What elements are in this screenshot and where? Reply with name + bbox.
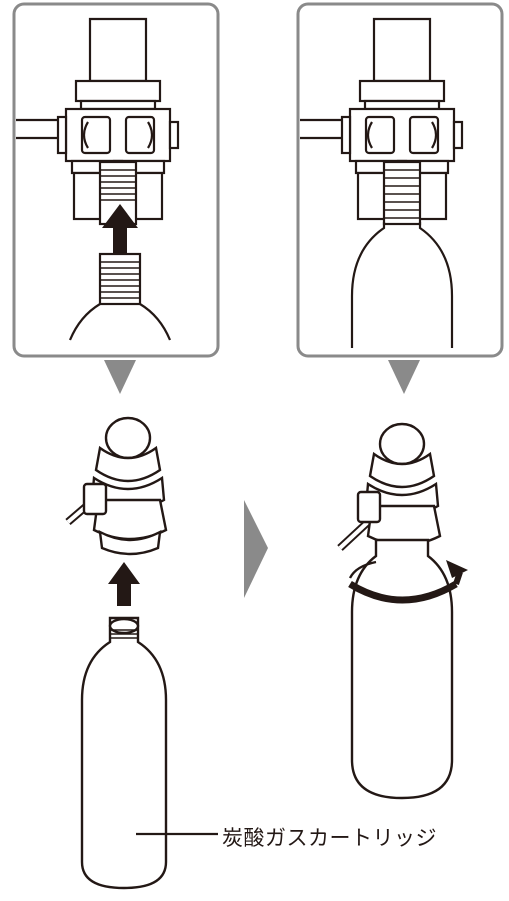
detail-panel-after: [298, 4, 502, 356]
right-triangle-icon: [244, 500, 268, 598]
pointer-triangle-icon: [388, 360, 420, 394]
detail-panel-before: [14, 4, 218, 356]
up-arrow-icon: [108, 562, 140, 606]
pointer-triangle-icon: [104, 360, 136, 394]
cartridge-callout-label: 炭酸ガスカートリッジ: [222, 822, 437, 852]
step-attached: [340, 424, 452, 798]
step-insert: [68, 418, 166, 888]
